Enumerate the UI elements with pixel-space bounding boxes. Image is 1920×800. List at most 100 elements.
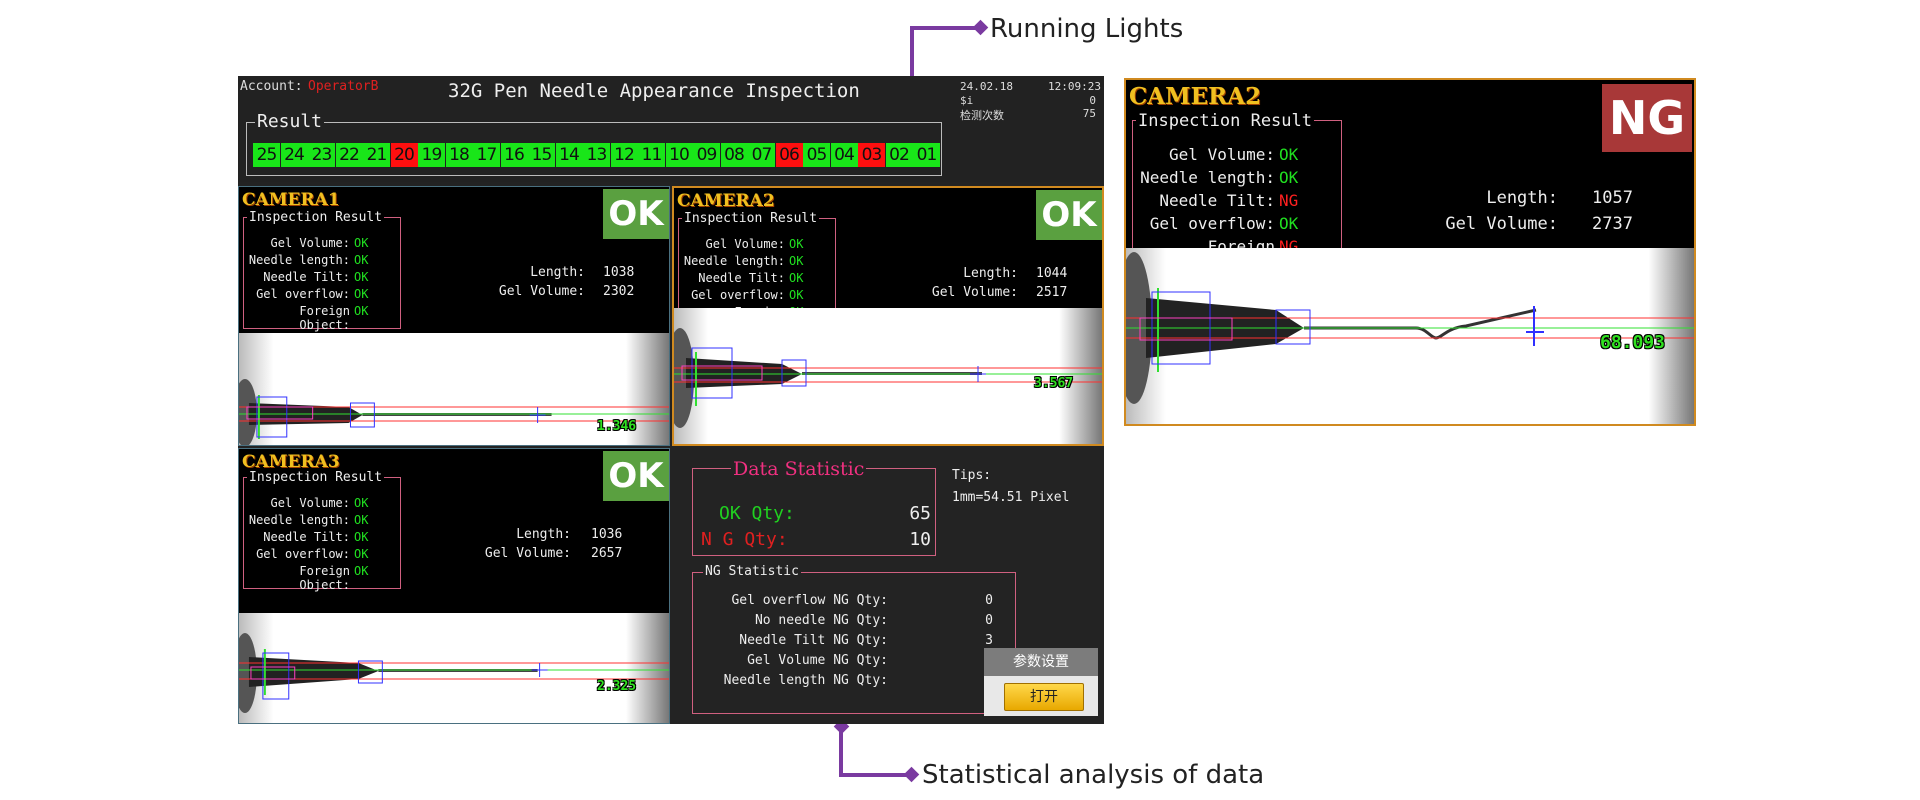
running-light-13: 13 bbox=[583, 143, 610, 167]
gel-overflow-label: Gel overflow: bbox=[256, 287, 350, 301]
running-light-24: 24 bbox=[280, 143, 308, 167]
camera1-needle-image bbox=[239, 333, 669, 445]
running-light-08: 08 bbox=[720, 143, 748, 167]
camera1-image: 1.346 bbox=[239, 333, 669, 445]
gel-volume-measure-label: Gel Volume: bbox=[1445, 214, 1558, 234]
parameter-settings-title: 参数设置 bbox=[984, 648, 1098, 676]
camera2-ng-image: 68.093 bbox=[1126, 248, 1694, 424]
data-statistic-legend: Data Statistic bbox=[731, 458, 867, 480]
camera3-panel[interactable]: CAMERA3 OK Inspection Result Gel Volume:… bbox=[238, 448, 670, 724]
running-light-20: 20 bbox=[390, 143, 418, 167]
gel-volume-value: OK bbox=[354, 236, 369, 250]
running-light-22: 22 bbox=[335, 143, 363, 167]
running-lights-connector-v bbox=[910, 26, 914, 104]
camera3-inspection-result: Inspection Result Gel Volume: OK Needle … bbox=[243, 470, 401, 592]
running-light-19: 19 bbox=[418, 143, 445, 167]
stats-connector-v bbox=[839, 726, 843, 776]
running-lights-callout: Running Lights bbox=[990, 14, 1184, 44]
account-name[interactable]: OperatorB bbox=[308, 79, 379, 94]
gel-overflow-value: OK bbox=[354, 287, 369, 301]
camera3-ok-badge: OK bbox=[603, 451, 669, 501]
camera2-panel[interactable]: CAMERA2 OK Inspection Result Gel Volume:… bbox=[672, 186, 1104, 446]
foreign-object-label: Foreign Object: bbox=[299, 304, 350, 332]
camera1-inspection-result: Inspection Result Gel Volume: OK Needle … bbox=[243, 210, 401, 332]
needle-length-label: Needle length: bbox=[683, 254, 785, 268]
inspection-result-legend: Inspection Result bbox=[682, 211, 820, 226]
gel-volume-value: OK bbox=[1279, 145, 1299, 164]
stats-callout: Statistical analysis of data bbox=[922, 760, 1265, 790]
running-lights-connector-h bbox=[910, 26, 980, 30]
camera2-title: CAMERA2 bbox=[677, 191, 775, 211]
gel-volume-measure-value: 2302 bbox=[603, 284, 635, 299]
needle-tilt-label: Needle Tilt: bbox=[1159, 191, 1275, 210]
camera2-needle-image bbox=[674, 308, 1102, 444]
hmi-screen: Account: OperatorB 32G Pen Needle Appear… bbox=[238, 76, 1104, 724]
gel-volume-measure-label: Gel Volume: bbox=[931, 285, 1018, 300]
length-label: Length: bbox=[963, 266, 1018, 281]
needle-length-label: Needle length: bbox=[1140, 168, 1275, 187]
ng-row-value: 0 bbox=[985, 593, 993, 608]
needle-tilt-label: Needle Tilt: bbox=[263, 530, 350, 544]
gel-overflow-label: Gel overflow: bbox=[256, 547, 350, 561]
gel-volume-value: OK bbox=[354, 496, 369, 510]
gel-volume-label: Gel Volume: bbox=[270, 236, 350, 250]
ng-qty-value: 10 bbox=[909, 529, 931, 550]
camera2-ng-badge: NG bbox=[1602, 84, 1692, 152]
ng-row-label: Gel overflow NG Qty: bbox=[731, 593, 888, 608]
inspection-result-legend: Inspection Result bbox=[247, 210, 385, 225]
ng-row-no-needle: No needle NG Qty: 0 bbox=[693, 613, 993, 631]
open-button[interactable]: 打开 bbox=[1004, 683, 1084, 711]
status-label: $i bbox=[960, 94, 974, 107]
stats-arrow-end bbox=[903, 766, 920, 783]
gel-overflow-label: Gel overflow: bbox=[691, 288, 785, 302]
gel-volume-value: OK bbox=[789, 237, 804, 251]
needle-length-value: OK bbox=[1279, 168, 1299, 187]
camera1-title: CAMERA1 bbox=[242, 190, 340, 210]
ng-statistic-box: NG Statistic Gel overflow NG Qty: 0 No n… bbox=[692, 564, 1016, 714]
ng-row-needle-tilt: Needle Tilt NG Qty: 3 bbox=[693, 633, 993, 651]
running-light-25: 25 bbox=[253, 143, 280, 167]
foreign-object-value: OK bbox=[354, 304, 369, 318]
running-light-23: 23 bbox=[308, 143, 335, 167]
running-light-06: 06 bbox=[775, 143, 803, 167]
needle-length-value: OK bbox=[789, 254, 804, 268]
camera1-panel[interactable]: CAMERA1 OK Inspection Result Gel Volume:… bbox=[238, 186, 670, 446]
camera1-ok-badge: OK bbox=[603, 189, 669, 239]
length-label: Length: bbox=[530, 265, 585, 280]
stats-connector-h bbox=[839, 773, 914, 777]
inspection-result-legend: Inspection Result bbox=[1136, 111, 1314, 131]
foreign-object-value: OK bbox=[354, 564, 369, 578]
needle-tilt-value: OK bbox=[354, 270, 369, 284]
camera3-needle-image bbox=[239, 613, 669, 723]
running-light-11: 11 bbox=[638, 143, 665, 167]
gel-overflow-value: OK bbox=[1279, 214, 1299, 233]
camera2-ng-measure: 68.093 bbox=[1600, 332, 1666, 353]
inspection-count-label: 检测次数 bbox=[960, 109, 1004, 122]
parameter-settings-panel: 参数设置 打开 bbox=[984, 648, 1098, 716]
running-light-01: 01 bbox=[913, 143, 940, 167]
camera1-measure: 1.346 bbox=[597, 419, 637, 434]
gel-volume-measure-label: Gel Volume: bbox=[498, 284, 585, 299]
needle-tilt-label: Needle Tilt: bbox=[698, 271, 785, 285]
needle-length-value: OK bbox=[354, 513, 369, 527]
running-light-17: 17 bbox=[473, 143, 500, 167]
running-light-05: 05 bbox=[803, 143, 830, 167]
camera2-measure: 3.567 bbox=[1034, 376, 1074, 391]
needle-tilt-value: OK bbox=[789, 271, 804, 285]
foreign-object-label: Foreign Object: bbox=[299, 564, 350, 592]
camera3-title: CAMERA3 bbox=[242, 452, 340, 472]
camera2-ng-enlarged-panel[interactable]: CAMERA2 NG Inspection Result Gel Volume:… bbox=[1124, 78, 1696, 426]
running-light-10: 10 bbox=[665, 143, 693, 167]
gel-overflow-label: Gel overflow: bbox=[1149, 214, 1275, 233]
needle-length-label: Needle length: bbox=[248, 253, 350, 267]
ok-qty-value: 65 bbox=[909, 503, 931, 524]
time-display: 12:09:23 bbox=[1048, 80, 1101, 93]
needle-length-label: Needle length: bbox=[248, 513, 350, 527]
length-value: 1057 bbox=[1592, 188, 1633, 208]
header-bar: Account: OperatorB 32G Pen Needle Appear… bbox=[238, 76, 1104, 182]
ng-row-label: No needle NG Qty: bbox=[754, 613, 888, 628]
running-light-04: 04 bbox=[830, 143, 858, 167]
running-light-16: 16 bbox=[500, 143, 528, 167]
gel-volume-measure-value: 2657 bbox=[591, 546, 623, 561]
